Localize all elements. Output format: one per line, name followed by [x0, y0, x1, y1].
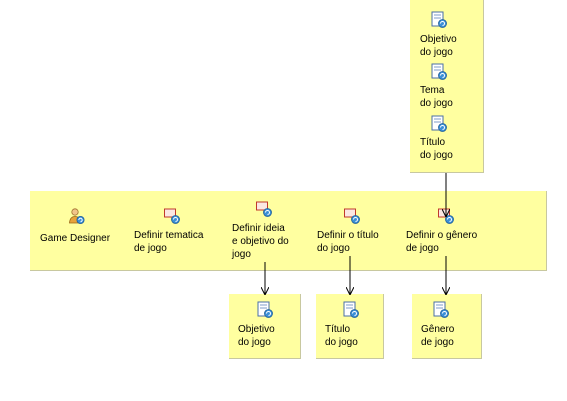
- document-icon: [431, 11, 447, 28]
- task-icon: [164, 208, 180, 224]
- task-label: Definir o título do jogo: [317, 230, 379, 254]
- document-icon: [343, 301, 359, 318]
- output-artifact-genero[interactable]: [412, 294, 482, 359]
- document-icon: [431, 115, 447, 132]
- document-icon: [431, 63, 447, 80]
- document-icon: [257, 301, 273, 318]
- input-artifact-titulo-label: Título do jogo: [420, 137, 453, 161]
- output-artifact-genero-label: Gênero de jogo: [421, 324, 455, 348]
- role-label: Game Designer: [40, 233, 111, 244]
- task-label: Definir tematica de jogo: [134, 230, 204, 254]
- role-lane: [30, 191, 547, 271]
- input-artifacts-box: [410, 0, 484, 173]
- task-icon: [344, 208, 360, 224]
- document-icon: [433, 301, 449, 318]
- input-artifact-objetivo-label: Objetivo do jogo: [420, 34, 457, 58]
- output-artifact-objetivo-label: Objetivo do jogo: [238, 324, 275, 348]
- output-artifact-titulo-label: Título do jogo: [325, 324, 358, 348]
- role-icon: [69, 208, 85, 224]
- task-icon: [438, 208, 454, 224]
- task-label: Definir o gênero de jogo: [406, 230, 478, 254]
- task-icon: [256, 201, 272, 217]
- input-artifact-tema-label: Tema do jogo: [420, 85, 453, 109]
- task-label: Definir ideia e objetivo do jogo: [232, 223, 289, 260]
